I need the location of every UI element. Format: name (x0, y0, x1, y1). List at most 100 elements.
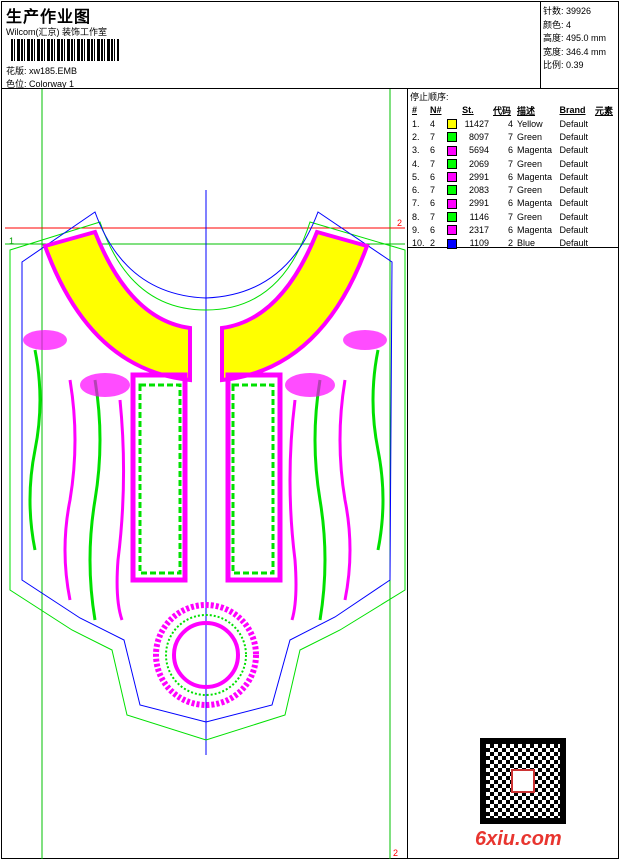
header: 生产作业图 Wilcom(汇京) 装饰工作室 花版: xw185.EMB 色位:… (1, 1, 541, 89)
colorway-value: Colorway 1 (29, 79, 75, 89)
row-stitches: 1146 (469, 211, 490, 222)
row-needle: 2 (429, 238, 435, 249)
medallion-outer (153, 602, 259, 708)
colorway-label: 色位: (6, 79, 27, 89)
row-stitches: 1109 (469, 238, 490, 249)
row-description: Magenta (517, 198, 553, 209)
row-stitches: 2317 (468, 225, 490, 236)
table-row: 8. 7 1146 7 Green Default (410, 210, 617, 223)
row-needle: 4 (429, 118, 435, 129)
color-swatch (446, 212, 457, 223)
page-title: 生产作业图 (6, 9, 92, 26)
row-stitches: 5694 (468, 145, 490, 156)
row-stitches: 2069 (468, 158, 490, 169)
row-index: 7. (412, 198, 420, 209)
row-description: Magenta (517, 225, 553, 236)
color-swatch (446, 198, 457, 209)
design-scale: 比例: 0.39 (543, 60, 584, 70)
design-width: 宽度: 346.4 mm (543, 46, 607, 57)
row-needle: 6 (429, 145, 435, 156)
design-label: 花版: (6, 66, 27, 76)
outer-outline (9, 221, 406, 741)
placket-right (225, 372, 283, 583)
row-code: 6 (507, 145, 513, 156)
row-index: 4. (412, 158, 420, 169)
row-description: Green (517, 158, 543, 169)
row-description: Green (517, 211, 543, 222)
row-description: Magenta (517, 171, 553, 182)
colorway: 色位: Colorway 1 (6, 77, 74, 90)
row-index: 6. (412, 185, 420, 196)
company-name: Wilcom(汇京) 装饰工作室 (6, 27, 107, 37)
stop-sequence: 停止顺序: # N# St. 代码 描述 Brand 元素 1. 4 11427… (408, 89, 619, 250)
row-needle: 7 (429, 185, 435, 196)
row-description: Magenta (517, 145, 553, 156)
table-row: 2. 7 8097 7 Green Default (410, 130, 617, 143)
color-swatch (446, 132, 457, 143)
barcode (11, 39, 119, 61)
medallion-inner (172, 621, 240, 689)
row-index: 10. (412, 238, 425, 249)
embroidery-preview: 1 2 2 (5, 89, 406, 859)
design-height: 高度: 495.0 mm (543, 33, 607, 43)
row-brand: Default (559, 145, 589, 156)
row-brand: Default (559, 211, 589, 222)
row-needle: 6 (429, 171, 435, 182)
row-needle: 6 (429, 198, 435, 209)
row-stitches: 11427 (464, 118, 490, 129)
color-swatch (446, 225, 457, 236)
row-needle: 7 (429, 211, 435, 222)
table-row: 9. 6 2317 6 Magenta Default (410, 223, 617, 236)
col-index: # (412, 105, 418, 115)
collar-right (220, 229, 370, 383)
row-brand: Default (559, 225, 589, 236)
row-code: 7 (507, 158, 513, 169)
color-swatch (446, 185, 457, 196)
guide-marker-2-bottom: 2 (393, 848, 398, 858)
row-code: 7 (507, 211, 513, 222)
watermark: 6xiu.com (475, 828, 562, 850)
panel-right (231, 383, 275, 575)
row-brand: Default (559, 185, 589, 196)
row-brand: Default (559, 118, 589, 129)
table-row: 1. 4 11427 4 Yellow Default (410, 117, 617, 130)
row-needle: 6 (429, 225, 435, 236)
design-file: 花版: xw185.EMB (6, 64, 77, 77)
table-row: 3. 6 5694 6 Magenta Default (410, 144, 617, 157)
table-row: 5. 6 2991 6 Magenta Default (410, 170, 617, 183)
color-swatch (446, 172, 457, 183)
col-stitches: St. (462, 105, 474, 115)
panel-left (138, 383, 182, 575)
table-row: 10. 2 1109 2 Blue Default (410, 237, 617, 250)
guide-marker-1: 1 (9, 236, 14, 246)
placket-left (130, 372, 188, 583)
row-code: 6 (507, 198, 513, 209)
row-description: Green (517, 131, 543, 142)
table-row: 6. 7 2083 7 Green Default (410, 183, 617, 196)
row-code: 7 (507, 185, 513, 196)
row-code: 2 (507, 238, 513, 249)
row-stitches: 2083 (468, 185, 490, 196)
qr-logo (511, 769, 535, 793)
row-index: 5. (412, 171, 420, 182)
row-brand: Default (559, 198, 589, 209)
color-swatch (446, 118, 457, 129)
row-index: 2. (412, 131, 420, 142)
row-description: Yellow (517, 118, 543, 129)
row-stitches: 2991 (468, 171, 490, 182)
row-description: Blue (517, 238, 536, 249)
inner-outline (21, 211, 393, 723)
color-count: 颜色: 4 (543, 19, 572, 30)
row-brand: Default (559, 131, 589, 142)
design-info: 针数: 39926 颜色: 4 高度: 495.0 mm 宽度: 346.4 m… (541, 1, 619, 89)
row-needle: 7 (429, 158, 435, 169)
stitch-count: 针数: 39926 (543, 6, 592, 16)
color-swatch (446, 158, 457, 169)
row-index: 3. (412, 145, 420, 156)
col-brand: Brand (559, 105, 586, 115)
design-value: xw185.EMB (29, 66, 78, 76)
row-brand: Default (559, 158, 589, 169)
color-swatch (446, 145, 457, 156)
row-needle: 7 (429, 131, 435, 142)
